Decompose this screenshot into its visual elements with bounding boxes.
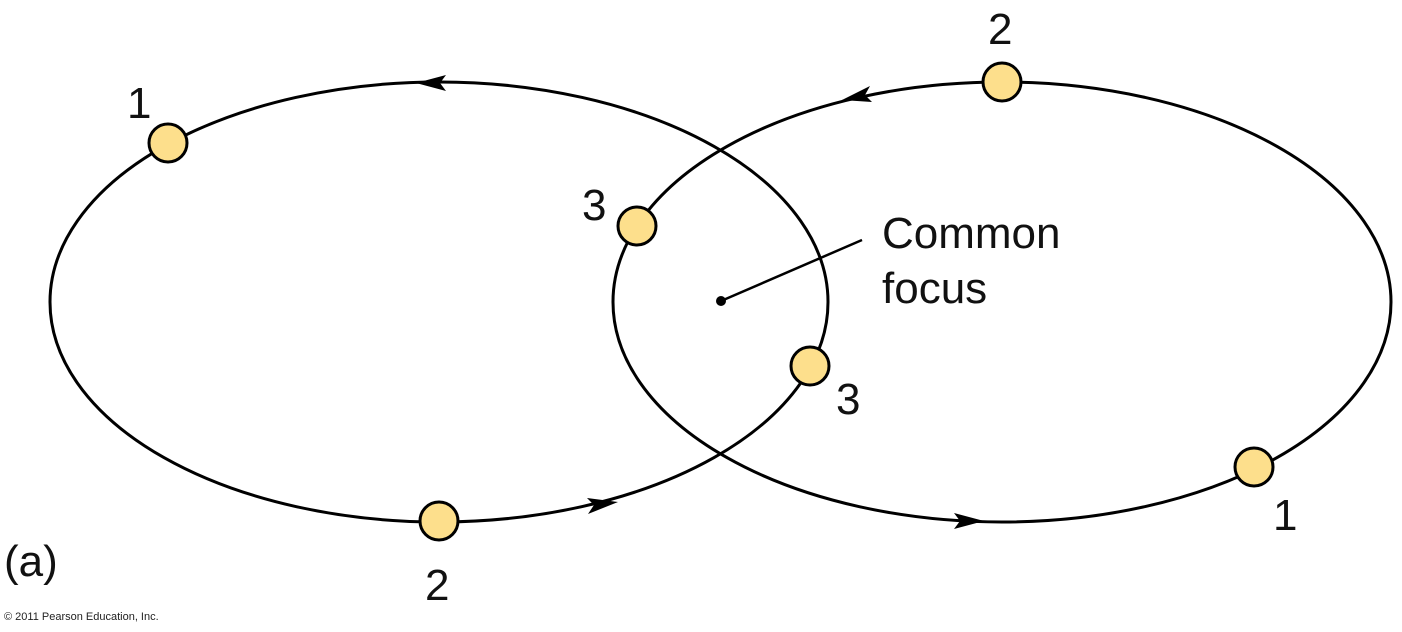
left-body-3 (616, 205, 658, 247)
right-body-1 (1233, 446, 1275, 488)
left-body-2 (418, 500, 460, 542)
arrow-left-orbit-bottom (587, 498, 618, 514)
arrow-left-orbit-top (416, 75, 446, 91)
right-orbit (611, 80, 1393, 524)
right-star-bodies (789, 61, 1275, 488)
arrow-right-orbit-top (842, 86, 872, 102)
left-label-1: 1 (127, 79, 151, 128)
left-label-2: 2 (425, 561, 449, 610)
focus-label-line1: Common (882, 209, 1061, 258)
focus-pointer-line (720, 238, 863, 303)
left-star-bodies (147, 122, 658, 542)
left-body-1 (147, 122, 189, 164)
right-body-2 (981, 61, 1023, 103)
right-body-3 (789, 345, 831, 387)
copyright: © 2011 Pearson Education, Inc. (4, 611, 159, 623)
focus-label-line2: focus (882, 264, 987, 313)
right-label-1: 1 (1273, 491, 1297, 540)
common-focus-dot (716, 296, 726, 306)
right-label-3: 3 (836, 375, 860, 424)
left-label-3: 3 (582, 181, 606, 230)
right-label-2: 2 (988, 5, 1012, 54)
panel-label: (a) (4, 537, 58, 586)
arrow-right-orbit-bottom (954, 513, 984, 529)
